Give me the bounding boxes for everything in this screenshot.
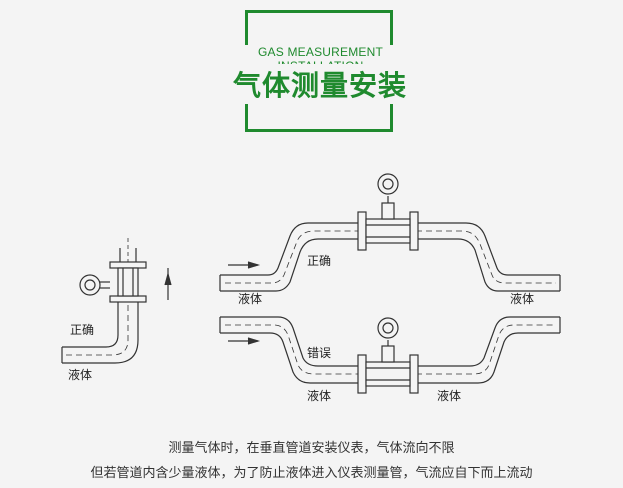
title-chinese: 气体测量安装 [225, 64, 415, 104]
transmitter-head-icon [79, 274, 101, 296]
label-left-correct: 正确 [70, 323, 94, 337]
horizontal-correct-installation [219, 173, 561, 292]
label-bottom-liquid-right: 液体 [437, 388, 461, 403]
label-bottom-liquid-left: 液体 [307, 388, 331, 403]
meter-flange-right [409, 354, 419, 394]
meter-flange-left [357, 211, 367, 251]
meter-flange-top [109, 261, 147, 269]
label-top-correct: 正确 [307, 254, 331, 268]
transmitter-head-icon [377, 173, 399, 195]
transmitter-head-icon [377, 317, 399, 339]
label-bottom-wrong: 错误 [307, 346, 331, 360]
meter-body [365, 218, 411, 244]
meter-flange-left [357, 354, 367, 394]
label-left-liquid: 液体 [68, 367, 92, 382]
meter-body [365, 361, 411, 387]
vertical-installation [61, 238, 172, 364]
caption-line-2: 但若管道内含少量液体，为了防止液体进入仪表测量管，气流应自下而上流动 [90, 466, 533, 481]
meter-body [117, 267, 139, 297]
caption-line-1: 测量气体时，在垂直管道安装仪表，气体流向不限 [168, 441, 455, 456]
label-top-liquid: 液体 [238, 291, 262, 306]
horizontal-wrong-installation [219, 316, 561, 394]
meter-flange-right [409, 211, 419, 251]
label-top-liquid-right: 液体 [510, 291, 534, 306]
meter-flange-bottom [109, 295, 147, 303]
